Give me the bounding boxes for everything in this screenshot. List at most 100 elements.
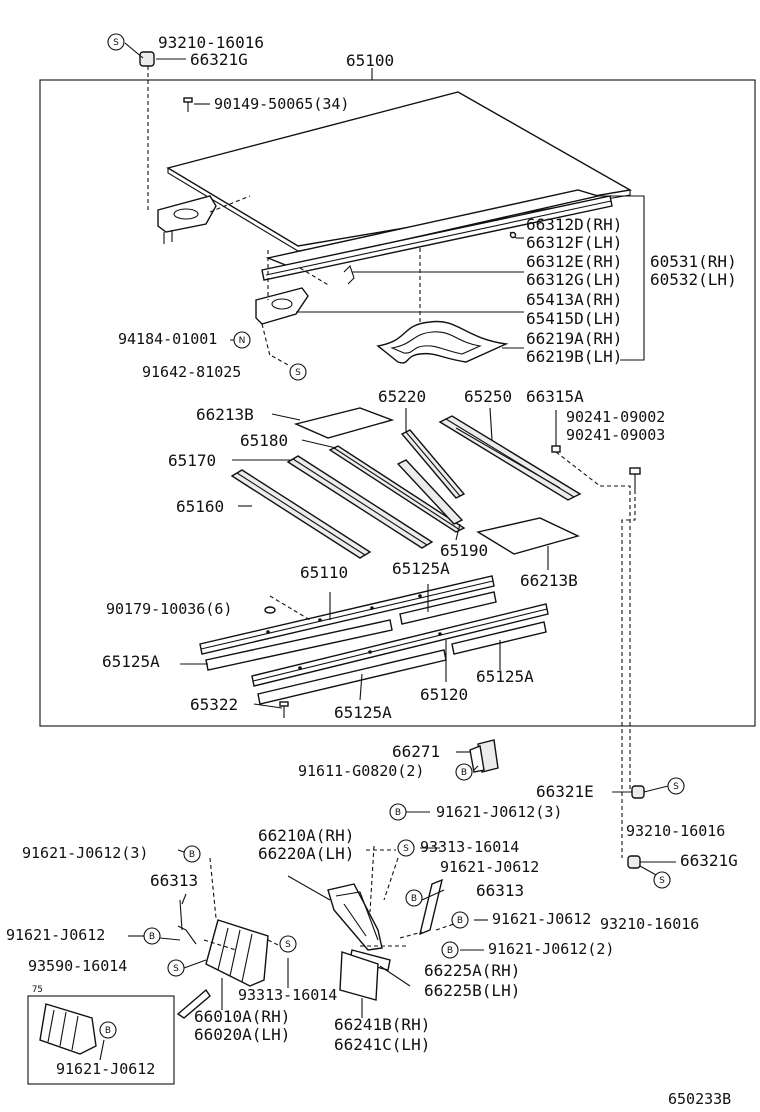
svg-text:B: B [461,768,467,778]
svg-text:B: B [457,916,463,926]
label-65125A-4: 65125A [334,703,392,722]
label-60532: 60532(LH) [650,270,737,289]
symbol-b-91611: B [455,763,473,781]
cap-66321E [631,785,645,799]
label-93313-16014-r: 93313-16014 [420,838,519,856]
symbol-b-inset: B [99,1021,117,1039]
dashed-lines [147,66,636,951]
label-90241-09003: 90241-09003 [566,426,665,444]
svg-text:B: B [447,946,453,956]
symbol-n-94184: N [233,331,251,349]
rail-60531 [261,189,613,281]
bar-66313-left [177,899,197,945]
clip-66315A [551,438,561,453]
symbol-s-66321E: S [667,777,685,795]
inset-arrow [176,988,211,1019]
cap-66321G-bottom [627,855,641,869]
symbol-b-91621-left: B [143,927,161,945]
leader-lines [99,42,676,1061]
label-66271: 66271 [392,742,440,761]
label-66312F: 66312F(LH) [526,233,622,252]
beam-65125A-upper [205,591,497,671]
svg-text:N: N [239,336,246,346]
label-91621-J0612-3a: 91621-J0612(3) [22,844,148,862]
bolt-90241 [629,467,641,490]
label-65170: 65170 [168,451,216,470]
symbol-b-91621-3b: B [389,803,407,821]
label-66210A: 66210A(RH) [258,826,354,845]
pin-66312D [509,231,517,239]
label-65415D: 65415D(LH) [526,309,622,328]
label-66213B-bottom: 66213B [520,571,578,590]
symbol-s-93313-l: S [279,935,297,953]
label-65413A: 65413A(RH) [526,290,622,309]
label-65125A-3: 65125A [476,667,534,686]
panel-66241B [339,951,379,1001]
label-66220A: 66220A(LH) [258,844,354,863]
svg-text:S: S [285,940,291,950]
label-91611: 91611-G0820(2) [298,762,424,780]
svg-text:B: B [189,850,195,860]
pad-66213B-bottom [476,517,580,555]
crossmember-65250 [438,415,582,501]
label-91621-J0612-r1: 91621-J0612 [440,858,539,876]
symbol-b-91621-r1: B [405,889,423,907]
label-91642: 91642-81025 [142,363,241,381]
symbol-s-93313-r: S [397,839,415,857]
label-93590: 93590-16014 [28,957,127,975]
label-66321E: 66321E [536,782,594,801]
svg-text:S: S [113,38,119,48]
guard-inset [39,1003,97,1055]
label-66225B: 66225B(LH) [424,981,520,1000]
crossmember-65170 [286,455,434,549]
crossmember-65220 [400,429,466,499]
label-91621-J0612-left: 91621-J0612 [6,926,105,944]
bar-66313-right [419,878,443,936]
label-66010A: 66010A(RH) [194,1007,290,1026]
label-65125A-2: 65125A [102,652,160,671]
svg-text:B: B [411,894,417,904]
lock-66271 [469,739,499,773]
beam-65110 [199,575,495,655]
symbol-s-66321G-bottom: S [653,871,671,889]
label-91621-J0612-3b: 91621-J0612(3) [436,803,562,821]
label-65250: 65250 [464,387,512,406]
inset-box [27,995,175,1085]
label-66313-left: 66313 [150,871,198,890]
label-60531: 60531(RH) [650,252,737,271]
frame-66219A [376,320,509,364]
svg-text:S: S [673,782,679,792]
label-90179: 90179-10036(6) [106,600,232,618]
drawing-number: 650233B [668,1090,731,1108]
guard-66010A [205,919,269,987]
label-66321G-bottom: 66321G [680,851,738,870]
symbol-b-91621-3a: B [183,845,201,863]
inset-label: 75 [32,985,43,995]
label-65125A-1: 65125A [392,559,450,578]
label-66312E: 66312E(RH) [526,252,622,271]
label-66020A: 66020A(LH) [194,1025,290,1044]
symbol-s-93590: S [167,959,185,977]
label-66213B-top: 66213B [196,405,254,424]
label-91621-J0612-inset: 91621-J0612 [56,1060,155,1078]
symbol-b-91621-2: B [441,941,459,959]
screw-90149 [183,97,193,112]
label-66312D: 66312D(RH) [526,215,622,234]
label-91621-J0612-r2: 91621-J0612 [492,910,591,928]
bracket-66210A [327,883,383,951]
crossmember-65190 [396,459,464,525]
label-93210-16016-top: 93210-16016 [158,33,264,52]
cap-66321G-top [139,51,155,67]
label-93313-16014-l: 93313-16014 [238,986,337,1004]
clip-66312E [343,264,355,285]
label-66225A: 66225A(RH) [424,961,520,980]
label-91621-J0612-2: 91621-J0612(2) [488,940,614,958]
label-66219B: 66219B(LH) [526,347,622,366]
screw-65322 [279,701,289,718]
svg-text:S: S [295,368,301,378]
label-94184: 94184-01001 [118,330,217,348]
bracket-65413A [255,287,309,325]
label-65220: 65220 [378,387,426,406]
symbol-b-91621-r2: B [451,911,469,929]
svg-text:S: S [403,844,409,854]
